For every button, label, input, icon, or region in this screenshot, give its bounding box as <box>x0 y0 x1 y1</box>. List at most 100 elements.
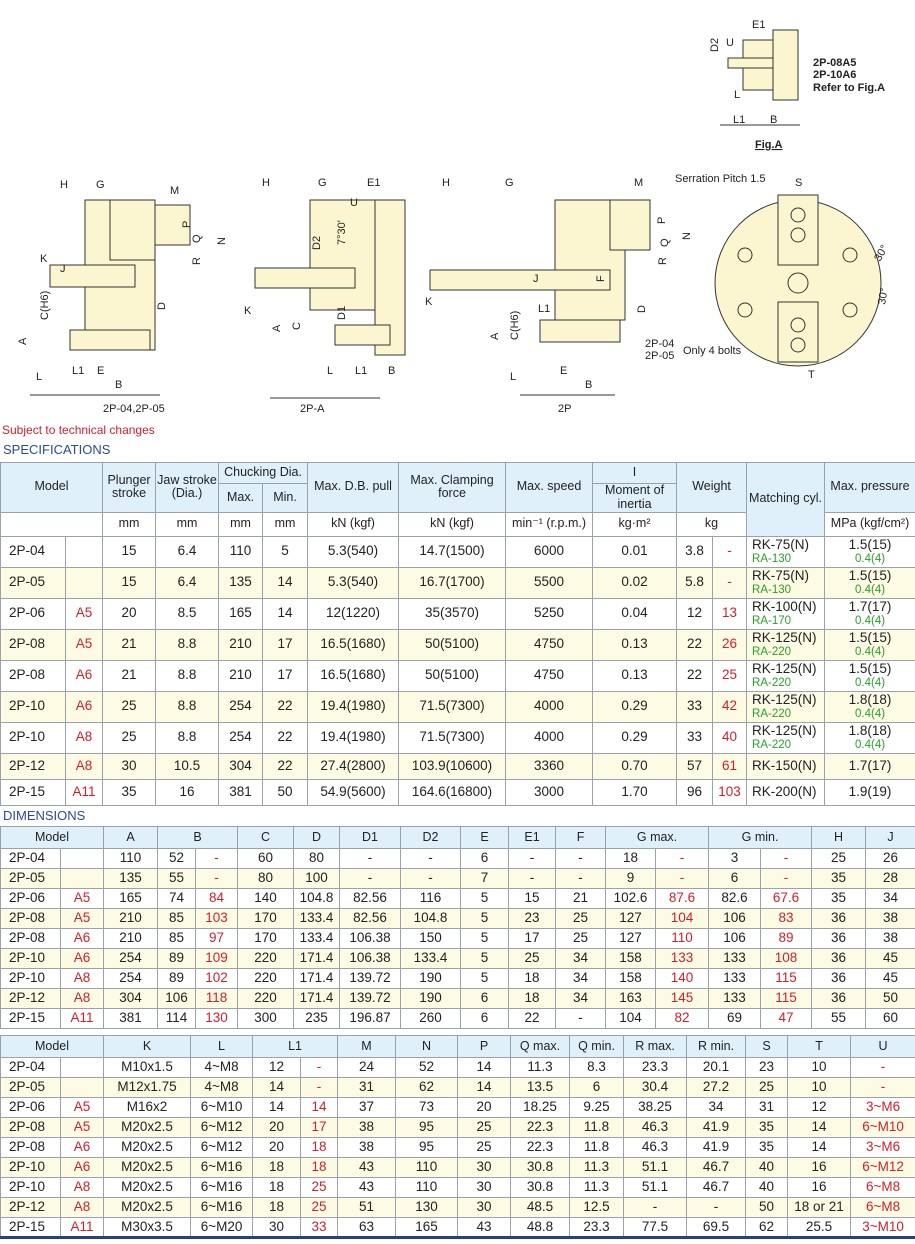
col-chucking: Chucking Dia. <box>218 462 309 484</box>
col-header: E1 <box>508 826 557 849</box>
dim-cell: 2P-06 <box>0 888 61 909</box>
dim-cell: 6 <box>708 868 762 889</box>
col-header: P <box>457 1035 512 1058</box>
col-header: J <box>865 826 915 849</box>
dim-cell: 6~M10 <box>190 1097 254 1118</box>
unit-label: MPa (kgf/cm²) <box>824 511 915 537</box>
dim-cell: 304 <box>103 988 159 1009</box>
spec-cell: 14 <box>262 597 309 630</box>
fig-a-title: Fig.A <box>755 139 783 151</box>
spec-cell: 2P-10 <box>0 721 66 754</box>
dim-cell: 34 <box>555 988 607 1009</box>
dim-cell: 104.8 <box>400 908 462 929</box>
dim-cell: 34 <box>555 968 607 989</box>
dim-cell: 33 <box>300 1217 339 1239</box>
dim-cell: 171.4 <box>293 968 341 989</box>
spec-cell: 254 <box>218 721 264 754</box>
col-header: S <box>745 1035 789 1058</box>
dim-cell: A8 <box>59 1177 105 1198</box>
dim-cell: 82.56 <box>339 888 402 909</box>
dim-cell: 127 <box>605 928 657 949</box>
svg-text:L1: L1 <box>538 303 550 315</box>
spec-cell: 164.6(16800) <box>398 778 507 806</box>
spec-cell: 21 <box>102 628 157 661</box>
svg-text:A: A <box>17 337 29 345</box>
dim-cell: 38.25 <box>623 1097 688 1118</box>
svg-text:L1: L1 <box>355 365 367 377</box>
spec-cell: 22 <box>262 721 309 754</box>
svg-text:C(H6): C(H6) <box>509 311 521 340</box>
dim-cell: 18 <box>300 1137 339 1158</box>
svg-text:H: H <box>442 177 450 189</box>
dim-cell: 41.9 <box>686 1117 747 1138</box>
dim-cell: 25 <box>300 1177 339 1198</box>
dim-cell: 210 <box>103 928 159 949</box>
dim-cell: 6~M20 <box>190 1217 254 1239</box>
dim-cell: 25 <box>555 928 607 949</box>
spec-cell: 135 <box>218 566 264 599</box>
spec-cell: 304 <box>218 752 264 780</box>
dim-cell: 104.8 <box>293 888 341 909</box>
spec-cell: A5 <box>64 628 104 661</box>
dim-cell: 30 <box>252 1217 302 1239</box>
dim-cell: 30 <box>457 1197 512 1218</box>
matching-cyl: RK-75(N)RA-130 <box>746 535 826 568</box>
spec-cell: A8 <box>64 752 104 780</box>
spec-cell: 2P-08 <box>0 628 66 661</box>
dim-cell: 210 <box>103 908 159 929</box>
dim-cell: 63 <box>337 1217 397 1239</box>
dim-cell <box>59 868 105 889</box>
dim-cell: 52 <box>157 848 197 869</box>
spec-cell: 14 <box>262 566 309 599</box>
unit-label: mm <box>262 511 309 537</box>
svg-text:K: K <box>244 305 252 317</box>
dim-cell: 73 <box>395 1097 459 1118</box>
dim-cell <box>59 1057 105 1078</box>
dim-cell: 95 <box>395 1117 459 1138</box>
dim-cell: 52 <box>395 1057 459 1078</box>
pressure-alt: 0.4(4) <box>855 676 886 689</box>
svg-text:D2: D2 <box>311 236 323 250</box>
spec-cell: A11 <box>64 778 104 806</box>
dim-cell: 110 <box>395 1157 459 1178</box>
spec-cell: 35(3570) <box>398 597 507 630</box>
dim-cell: 25 <box>457 1117 512 1138</box>
cyl-alt: RA-220 <box>752 676 792 689</box>
spec-cell: 6.4 <box>155 535 220 568</box>
fig-a: D2 E1 U L L1 B 2P-08A5 2P-10A6 Refer to … <box>709 19 885 151</box>
dim-cell: 4~M8 <box>190 1057 254 1078</box>
dim-cell: 18 <box>605 848 657 869</box>
dim-cell: 2P-12 <box>0 988 61 1009</box>
dim-cell: 235 <box>293 1008 341 1029</box>
max-pressure: 1.7(17) <box>824 752 915 780</box>
dim-cell: 6~M10 <box>850 1117 915 1138</box>
spec-cell: 20 <box>102 597 157 630</box>
pressure-main: 1.5(15) <box>848 660 892 676</box>
dim-cell: 14 <box>457 1057 512 1078</box>
spec-cell: 2P-06 <box>0 597 66 630</box>
dim-cell: 62 <box>395 1077 459 1098</box>
dim-cell: 89 <box>157 948 197 969</box>
front-view <box>714 194 882 367</box>
pressure-main: 1.5(15) <box>848 536 892 552</box>
dim-cell: 133 <box>708 988 762 1009</box>
col-header: L <box>190 1035 254 1058</box>
spec-cell: 0.04 <box>592 597 678 630</box>
dim-cell: 133.4 <box>293 908 341 929</box>
dim-cell: 16 <box>787 1157 852 1178</box>
matching-cyl: RK-100(N)RA-170 <box>746 597 826 630</box>
unit-label: kN (kgf) <box>307 511 400 537</box>
dim-cell: A5 <box>59 1097 105 1118</box>
dim-cell: - <box>555 848 607 869</box>
dim-cell: 2P-08 <box>0 1137 61 1158</box>
spec-cell: 17 <box>262 628 309 661</box>
